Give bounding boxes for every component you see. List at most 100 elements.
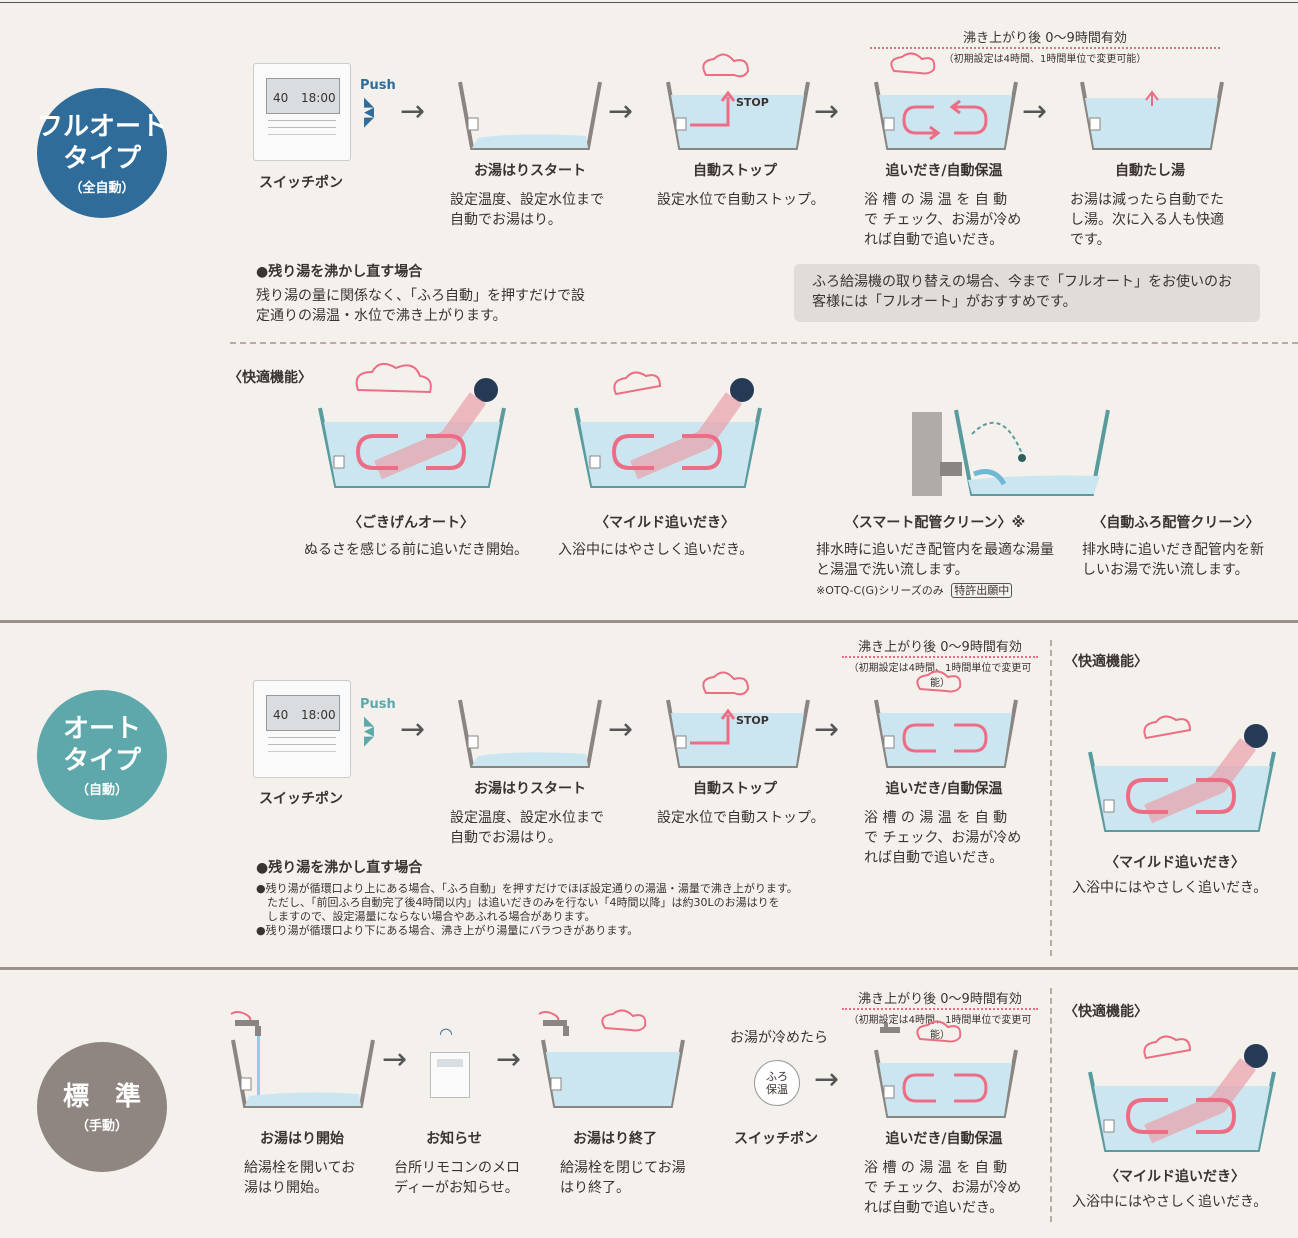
tub-manual-fill — [230, 1011, 375, 1108]
boiled-title: 沸き上がり後 0〜9時間有効 — [858, 640, 1022, 655]
boiled-title: 沸き上がり後 0〜9時間有効 — [858, 992, 1022, 1007]
reheat-heading: ●残り湯を沸かし直す場合 — [256, 860, 423, 876]
step-desc: 設定水位で自動ストップ。 — [657, 810, 825, 826]
tub-filling — [458, 699, 602, 768]
boiled-title: 沸き上がり後 0〜9時間有効 — [963, 31, 1127, 46]
note-text: ※OTQ-C(G)シリーズのみ — [816, 584, 944, 597]
step-title: お湯はりスタート — [474, 781, 586, 797]
arrow-icon: → — [608, 94, 634, 129]
standard-badge: 標 準 （手動） — [37, 1042, 167, 1172]
step-desc: 設定温度、設定水位まで自動でお湯はり。 — [450, 192, 604, 228]
switch-label: スイッチポン — [259, 791, 343, 807]
step-title: お湯はり開始 — [260, 1131, 344, 1147]
tub-reheat — [874, 52, 1018, 150]
arrow-icon: → — [400, 712, 426, 747]
boiled-note: 沸き上がり後 0〜9時間有効 （初期設定は4時間、1時間単位で変更可能） — [842, 636, 1038, 689]
badge-sub: （全自動） — [69, 180, 135, 196]
push-label: Push — [360, 78, 396, 93]
boiled-note: 沸き上がり後 0〜9時間有効 （初期設定は4時間、1時間単位で変更可能） — [870, 27, 1220, 65]
wifi-icon: ◠ — [439, 1024, 453, 1043]
patent-badge: 特許出願中 — [951, 583, 1013, 598]
remote-control: 40 18:00 — [253, 63, 351, 161]
badge-title: 標 準 — [62, 1081, 141, 1112]
top-border — [0, 2, 1298, 3]
tub-full — [538, 1009, 685, 1108]
comfort-title: 〈スマート配管クリーン〉※ — [844, 515, 1026, 531]
step-title: 追いだき/自動保温 — [885, 1131, 1003, 1147]
tub-stop — [666, 53, 810, 150]
kitchen-remote — [430, 1052, 470, 1098]
reheat-line: ●残り湯が循環口より上にある場合、「ふろ自動」を押すだけでほぼ設定通りの湯温・湯… — [256, 882, 798, 895]
bath-person-mild — [1088, 715, 1276, 832]
arrow-icon: → — [496, 1042, 522, 1077]
step-title: 自動ストップ — [693, 163, 777, 179]
arrow-icon: → — [400, 94, 426, 129]
arrow-icon: → — [814, 1062, 840, 1097]
comfort-title: 〈マイルド追いだき〉 — [595, 515, 735, 531]
reheat-lines: ●残り湯が循環口より上にある場合、「ふろ自動」を押すだけでほぼ設定通りの湯温・湯… — [256, 882, 896, 938]
comfort-title: 〈マイルド追いだき〉 — [1105, 1169, 1245, 1185]
badge-sub: （自動） — [75, 782, 128, 798]
reheat-line: ただし、「前回ふろ自動完了後4時間以内」は追いだきのみを行ない「4時間以降」は約… — [256, 896, 780, 909]
divider-vertical — [1050, 640, 1052, 956]
step-title: スイッチポン — [734, 1131, 818, 1147]
step-title: お湯はり終了 — [573, 1131, 657, 1147]
arrow-icon: → — [814, 94, 840, 129]
section-divider — [0, 620, 1298, 623]
stop-label: STOP — [736, 714, 769, 727]
step-desc: 給湯栓を閉じてお湯はり終了。 — [560, 1160, 686, 1196]
reheat-line: ●残り湯が循環口より下にある場合、沸き上がり湯量にバラつきがあります。 — [256, 924, 639, 937]
step-desc: お湯は減ったら自動でたし湯。次に入る人も快適です。 — [1070, 192, 1224, 248]
arrow-icon: → — [814, 712, 840, 747]
cold-label: お湯が冷めたら — [730, 1030, 828, 1046]
step-title: お知らせ — [426, 1131, 482, 1147]
step-desc: 浴 槽 の 湯 温 を 自 動 で チェック、お湯が冷めれば自動で追いだき。 — [864, 810, 1022, 866]
comfort-desc: 排水時に追いだき配管内を最適な湯量と湯温で洗い流します。 — [816, 542, 1054, 578]
arrow-icon: → — [382, 1042, 408, 1077]
push-waves-icon: ◣◀◤ — [364, 714, 374, 749]
comfort-desc: 排水時に追いだき配管内を新しいお湯で洗い流します。 — [1082, 542, 1264, 578]
tub-reheat — [874, 1020, 1018, 1118]
stop-label: STOP — [736, 96, 769, 109]
step-title: 追いだき/自動保温 — [885, 163, 1003, 179]
badge-sub: （手動） — [75, 1118, 128, 1134]
button-label: ふろ 保温 — [766, 1070, 788, 1096]
recommend-text: ふろ給湯機の取り替えの場合、今まで「フルオート」をお使いのお客様には「フルオート… — [812, 274, 1232, 310]
section-divider — [0, 967, 1298, 970]
boiled-sub: （初期設定は4時間、1時間単位で変更可能） — [943, 54, 1147, 65]
step-desc: 設定水位で自動ストップ。 — [657, 192, 825, 208]
switch-label: スイッチポン — [259, 175, 343, 191]
tub-filling — [458, 81, 602, 150]
bath-person-gokigen — [318, 362, 506, 488]
bath-person-mild — [574, 371, 762, 488]
comfort-desc: 入浴中にはやさしく追いだき。 — [1072, 880, 1268, 896]
comfort-heading: 〈快適機能〉 — [1064, 1004, 1148, 1020]
comfort-desc: 入浴中にはやさしく追いだき。 — [1072, 1194, 1268, 1210]
pipe-clean-illustration — [912, 409, 1110, 496]
remote-temp: 40 — [273, 91, 289, 105]
tub-topup — [1080, 81, 1224, 150]
auto-badge: オート タイプ （自動） — [37, 690, 167, 820]
badge-title: オート タイプ — [62, 713, 141, 776]
step-title: 自動ストップ — [693, 781, 777, 797]
comfort-title: 〈ごきげんオート〉 — [348, 515, 474, 531]
step-desc: 浴 槽 の 湯 温 を 自 動 で チェック、お湯が冷めれば自動で追いだき。 — [864, 1160, 1022, 1216]
bath-warm-button[interactable]: ふろ 保温 — [754, 1060, 800, 1106]
comfort-note: ※OTQ-C(G)シリーズのみ 特許出願中 — [816, 583, 1013, 598]
badge-title: フルオート タイプ — [37, 111, 168, 174]
divider — [230, 342, 1298, 344]
full-auto-badge: フルオート タイプ （全自動） — [37, 88, 167, 218]
reheat-text: 残り湯の量に関係なく、「ふろ自動」を押すだけで設定通りの湯温・水位で沸き上がりま… — [256, 288, 585, 324]
comfort-desc: 入浴中にはやさしく追いだき。 — [558, 542, 754, 558]
divider-vertical — [1050, 988, 1052, 1222]
remote-temp: 40 — [273, 708, 289, 722]
tub-reheat — [874, 670, 1018, 768]
step-title: 自動たし湯 — [1115, 163, 1185, 179]
comfort-title: 〈自動ふろ配管クリーン〉 — [1092, 515, 1260, 531]
arrow-icon: → — [608, 712, 634, 747]
step-title: お湯はりスタート — [474, 163, 586, 179]
step-desc: 台所リモコンのメロディーがお知らせ。 — [394, 1160, 520, 1196]
remote-control: 40 18:00 — [253, 680, 351, 778]
comfort-desc: ぬるさを感じる前に追いだき開始。 — [304, 542, 528, 558]
step-desc: 設定温度、設定水位まで自動でお湯はり。 — [450, 810, 604, 846]
